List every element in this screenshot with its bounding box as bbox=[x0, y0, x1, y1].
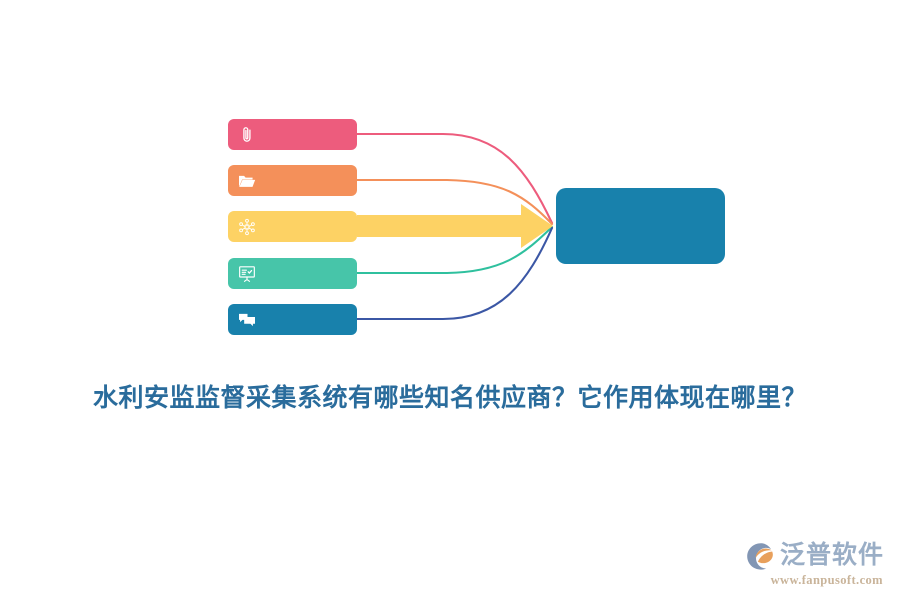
connector-line-2 bbox=[355, 178, 554, 226]
brand-watermark: 泛普软件 www.fanpusoft.com bbox=[744, 540, 884, 587]
source-bar-5[interactable] bbox=[228, 304, 357, 335]
brand-url: www.fanpusoft.com bbox=[770, 572, 883, 587]
brand-row: 泛普软件 bbox=[744, 540, 884, 572]
network-hub-icon bbox=[237, 217, 257, 237]
chat-bubbles-icon bbox=[237, 310, 257, 330]
source-bar-4[interactable] bbox=[228, 258, 357, 289]
connector-line-4 bbox=[355, 225, 554, 275]
source-bar-2[interactable] bbox=[228, 165, 357, 196]
brand-name: 泛普软件 bbox=[779, 542, 884, 569]
open-folder-icon bbox=[237, 171, 257, 191]
paperclip-icon bbox=[237, 125, 257, 145]
flow-connectors bbox=[355, 132, 554, 321]
flow-diagram bbox=[228, 119, 725, 335]
source-bar-1[interactable] bbox=[228, 119, 357, 150]
page-title: 水利安监监督采集系统有哪些知名供应商？它作用体现在哪里？ bbox=[92, 385, 807, 412]
connector-arrow-3 bbox=[357, 204, 553, 248]
presentation-board-icon bbox=[237, 264, 257, 284]
connector-line-1 bbox=[355, 132, 554, 225]
source-bar-3[interactable] bbox=[228, 211, 357, 242]
connector-line-5 bbox=[355, 226, 554, 321]
fanpu-logo-icon bbox=[744, 540, 776, 572]
target-node[interactable] bbox=[556, 188, 725, 264]
